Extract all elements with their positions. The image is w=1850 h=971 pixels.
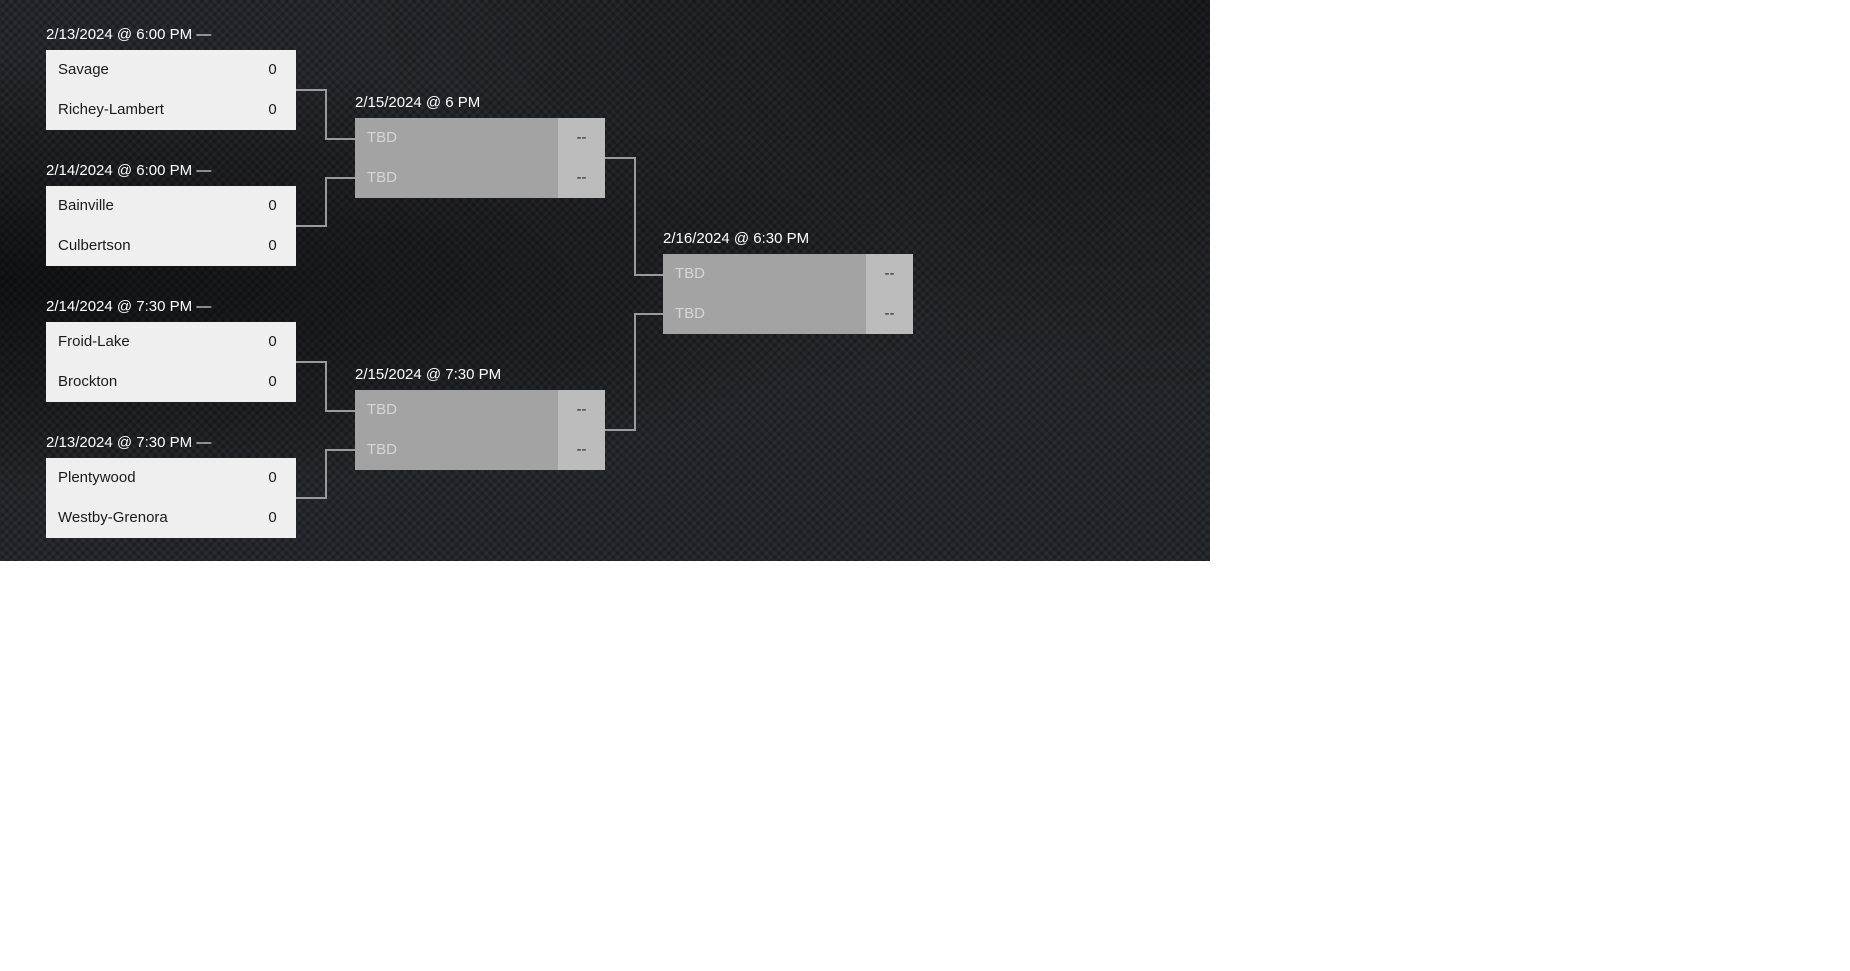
connector-line bbox=[296, 361, 355, 412]
connector-line bbox=[296, 177, 355, 227]
team-row[interactable]: TBD -- bbox=[355, 390, 605, 430]
team-score: -- bbox=[558, 390, 605, 430]
team-name: Brockton bbox=[46, 362, 249, 402]
game-date-label: 2/13/2024 @ 6:00 PM — bbox=[46, 26, 212, 43]
team-name: Westby-Grenora bbox=[46, 498, 249, 538]
team-row[interactable]: Richey-Lambert 0 bbox=[46, 90, 296, 130]
game-date-label: 2/15/2024 @ 7:30 PM bbox=[355, 366, 502, 383]
team-row[interactable]: Bainville 0 bbox=[46, 186, 296, 226]
team-score: -- bbox=[866, 294, 913, 334]
team-name: Plentywood bbox=[46, 458, 249, 498]
team-score: 0 bbox=[249, 186, 296, 226]
match-card[interactable]: TBD -- TBD -- bbox=[355, 118, 605, 198]
team-score: -- bbox=[558, 158, 605, 198]
match-card[interactable]: TBD -- TBD -- bbox=[355, 390, 605, 470]
match-card[interactable]: Bainville 0 Culbertson 0 bbox=[46, 186, 296, 266]
team-name: TBD bbox=[355, 430, 558, 470]
team-score: 0 bbox=[249, 458, 296, 498]
team-name: Bainville bbox=[46, 186, 249, 226]
team-name: Culbertson bbox=[46, 226, 249, 266]
connector-line bbox=[605, 313, 663, 431]
team-score: -- bbox=[558, 430, 605, 470]
team-row[interactable]: Culbertson 0 bbox=[46, 226, 296, 266]
team-name: Froid-Lake bbox=[46, 322, 249, 362]
game-date-label: 2/14/2024 @ 6:00 PM — bbox=[46, 162, 212, 179]
connector-line bbox=[296, 89, 355, 140]
team-row[interactable]: TBD -- bbox=[663, 294, 913, 334]
team-name: TBD bbox=[355, 118, 558, 158]
game-date-label: 2/15/2024 @ 6 PM bbox=[355, 94, 481, 111]
team-score: -- bbox=[866, 254, 913, 294]
team-name: Richey-Lambert bbox=[46, 90, 249, 130]
team-row[interactable]: TBD -- bbox=[355, 118, 605, 158]
connector-line bbox=[296, 449, 355, 499]
team-score: 0 bbox=[249, 498, 296, 538]
team-score: 0 bbox=[249, 226, 296, 266]
team-name: Savage bbox=[46, 50, 249, 90]
team-score: -- bbox=[558, 118, 605, 158]
team-name: TBD bbox=[355, 158, 558, 198]
tournament-bracket: 2/13/2024 @ 6:00 PM — Savage 0 Richey-La… bbox=[0, 0, 1210, 561]
match-card[interactable]: Savage 0 Richey-Lambert 0 bbox=[46, 50, 296, 130]
team-score: 0 bbox=[249, 90, 296, 130]
match-card[interactable]: Plentywood 0 Westby-Grenora 0 bbox=[46, 458, 296, 538]
team-score: 0 bbox=[249, 322, 296, 362]
team-row[interactable]: Froid-Lake 0 bbox=[46, 322, 296, 362]
team-row[interactable]: Westby-Grenora 0 bbox=[46, 498, 296, 538]
match-card[interactable]: TBD -- TBD -- bbox=[663, 254, 913, 334]
team-name: TBD bbox=[355, 390, 558, 430]
team-score: 0 bbox=[249, 362, 296, 402]
bracket-connector-lines bbox=[296, 89, 663, 499]
team-row[interactable]: TBD -- bbox=[355, 158, 605, 198]
game-date-label: 2/14/2024 @ 7:30 PM — bbox=[46, 298, 212, 315]
team-score: 0 bbox=[249, 50, 296, 90]
team-row[interactable]: Brockton 0 bbox=[46, 362, 296, 402]
team-row[interactable]: Savage 0 bbox=[46, 50, 296, 90]
match-card[interactable]: Froid-Lake 0 Brockton 0 bbox=[46, 322, 296, 402]
team-row[interactable]: Plentywood 0 bbox=[46, 458, 296, 498]
team-name: TBD bbox=[663, 254, 866, 294]
game-date-label: 2/13/2024 @ 7:30 PM — bbox=[46, 434, 212, 451]
game-date-label: 2/16/2024 @ 6:30 PM bbox=[663, 230, 810, 247]
team-name: TBD bbox=[663, 294, 866, 334]
connector-line bbox=[605, 157, 663, 276]
team-row[interactable]: TBD -- bbox=[663, 254, 913, 294]
team-row[interactable]: TBD -- bbox=[355, 430, 605, 470]
